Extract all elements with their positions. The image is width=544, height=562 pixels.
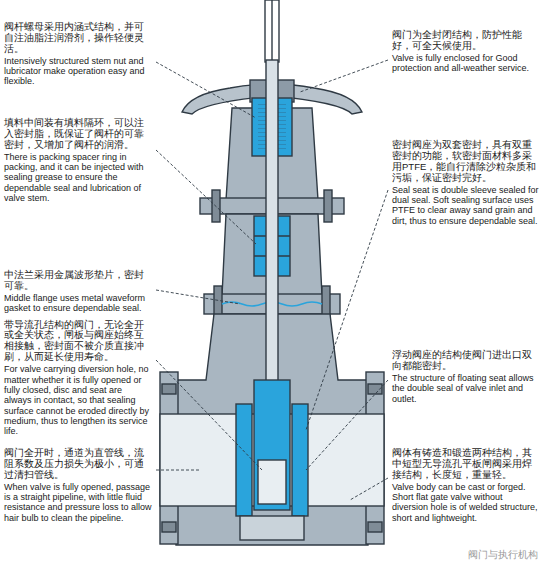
callout-text: Seal seat is double sleeve sealed for du…	[392, 185, 540, 226]
callout-text: 阀杆螺母采用内涵式结构，并可自注油脂注润滑剂，操作轻便灵活。	[4, 22, 152, 55]
callout-text: Middle flange uses metal waveform gasket…	[4, 293, 152, 314]
callout-text: 阀体有铸造和锻造两种结构，其中短型无导流孔平板闸阀采用焊接结构，长度短，重量轻。	[392, 448, 540, 481]
callout-text: 浮动阀座的结构使阀门进出口双向都能密封。	[392, 350, 540, 372]
callout-text: 带导流孔结构的阀门，无论全开或全关状态，闸板与阀座始终互相接触，密封面不被介质直…	[4, 320, 152, 364]
callout-text: 阀门为全封闭结构，防护性能好，可全天候使用。	[392, 30, 540, 52]
callout-text: For valve carrying diversion hole, no ma…	[4, 364, 152, 436]
callout-text: The structure of floating seat allows th…	[392, 373, 540, 404]
callout-text: 阀门全开时，通道为直管线，流阻系数及压力损失为极小，可通过清扫管线。	[4, 448, 152, 481]
callout-text: 密封阀座为双套密封，具有双重密封的功能，软密封面材料多采用PTFE，能自行清除沙…	[392, 140, 540, 184]
callout-text: Valve is fully enclosed for Good protect…	[392, 53, 540, 74]
callout-text: When valve is fully opened, passage is a…	[4, 482, 152, 523]
callout-text: Valve body can be cast or forged. Short …	[392, 482, 540, 523]
callout-text: 填料中间装有填料隔环，可以注入密封脂，既保证了阀杆的可靠密封，又增加了阀杆的润滑…	[4, 118, 152, 151]
callout-text: 中法兰采用金属波形垫片，密封可靠。	[4, 270, 152, 292]
watermark: 阀门与执行机构	[466, 549, 540, 561]
callout-text: There is packing spacer ring in packing,…	[4, 152, 152, 204]
callout-text: Intensively structured stem nut and lubr…	[4, 56, 152, 87]
